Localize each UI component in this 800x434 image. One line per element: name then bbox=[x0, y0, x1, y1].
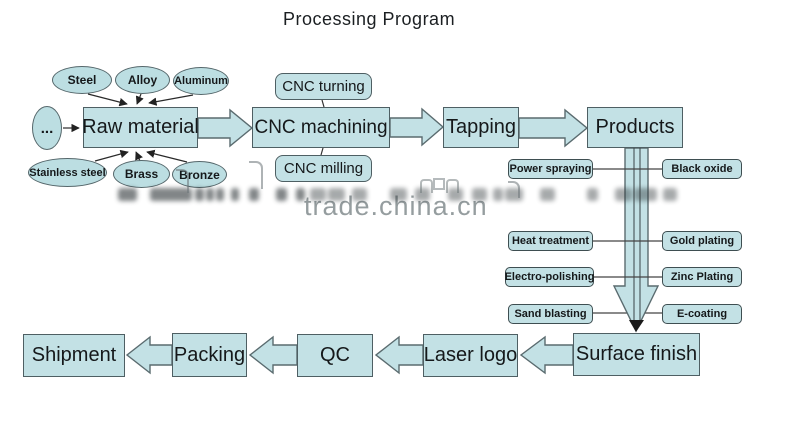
arrow-cnc-to-tapping bbox=[389, 107, 445, 147]
node-electro-polishing: Electro-polishing bbox=[505, 267, 594, 287]
watermark-blur-blob bbox=[663, 188, 677, 201]
diagram-title: Processing Program bbox=[283, 9, 456, 29]
arrow-qc-to-packing bbox=[248, 335, 298, 375]
watermark-glyph-icon bbox=[420, 179, 433, 193]
node-shipment: Shipment bbox=[23, 334, 125, 377]
connector-cnc-turning bbox=[321, 99, 325, 108]
oval-brass: Brass bbox=[113, 160, 170, 188]
arrow-packing-to-shipment bbox=[125, 335, 173, 375]
node-tapping: Tapping bbox=[443, 107, 519, 148]
watermark-glyph-icon bbox=[433, 178, 445, 190]
node-black-oxide: Black oxide bbox=[662, 159, 742, 179]
watermark-blur-blob bbox=[216, 188, 224, 201]
node-raw-material: Raw material bbox=[82, 107, 199, 148]
arrow-alloy-to-raw bbox=[135, 93, 144, 105]
node-cnc-turning: CNC turning bbox=[275, 73, 372, 100]
node-zinc-plating: Zinc Plating bbox=[662, 267, 742, 287]
watermark-blur-blob bbox=[415, 188, 430, 201]
oval-stainless-steel: Stainless steel bbox=[28, 158, 107, 187]
node-products: Products bbox=[587, 107, 683, 148]
node-gold-plating: Gold plating bbox=[662, 231, 742, 251]
watermark-glyph-icon bbox=[176, 169, 189, 193]
watermark-blur-blob bbox=[296, 188, 305, 201]
node-laser-logo: Laser logo bbox=[423, 334, 518, 377]
watermark-blur-blob bbox=[587, 188, 598, 201]
watermark-glyph-icon bbox=[446, 179, 459, 193]
inner-arrow-tip bbox=[629, 320, 644, 332]
arrow-stainless-to-raw bbox=[94, 149, 129, 162]
node-packing: Packing bbox=[172, 333, 247, 377]
arrow-steel-to-raw bbox=[87, 93, 128, 107]
arrow-raw-to-cnc bbox=[197, 108, 254, 148]
watermark-blur-blob bbox=[231, 188, 239, 201]
oval-other-materials: ... bbox=[32, 106, 62, 150]
watermark-blur-blob bbox=[390, 188, 407, 201]
watermark-blur-blob bbox=[118, 188, 137, 201]
node-surface-finish: Surface finish bbox=[573, 333, 700, 376]
watermark-blur-blob bbox=[634, 188, 657, 201]
watermark-blur-blob bbox=[249, 188, 259, 201]
oval-steel: Steel bbox=[52, 66, 112, 94]
watermark-glyph-icon bbox=[249, 161, 263, 189]
arrow-surface-to-laser bbox=[519, 335, 574, 375]
node-qc: QC bbox=[297, 334, 373, 377]
watermark-text: trade.china.cn bbox=[304, 191, 488, 221]
oval-aluminum: Aluminum bbox=[173, 67, 229, 95]
arrow-laser-to-qc bbox=[374, 335, 424, 375]
watermark-blur-blob bbox=[493, 188, 503, 201]
watermark-blur-blob bbox=[195, 188, 204, 201]
watermark-blur-blob bbox=[310, 188, 326, 201]
node-heat-treatment: Heat treatment bbox=[508, 231, 593, 251]
watermark-glyph-icon bbox=[508, 181, 520, 198]
arrow-aluminum-to-raw bbox=[148, 94, 194, 106]
arrow-bronze-to-raw bbox=[146, 149, 188, 163]
node-sand-blasting: Sand blasting bbox=[508, 304, 593, 324]
watermark-blur-blob bbox=[328, 188, 345, 201]
watermark-blur-blob bbox=[352, 188, 367, 201]
node-e-coating: E-coating bbox=[662, 304, 742, 324]
watermark-blur-blob bbox=[206, 188, 214, 201]
watermark-blur-blob bbox=[448, 188, 463, 201]
watermark-blur-blob bbox=[540, 188, 555, 201]
arrow-products-to-surface-finish bbox=[612, 147, 660, 333]
watermark-blur-blob bbox=[276, 188, 287, 201]
arrow-tapping-to-products bbox=[518, 108, 589, 148]
node-cnc-milling: CNC milling bbox=[275, 155, 372, 182]
oval-alloy: Alloy bbox=[115, 66, 170, 94]
watermark-blur-blob bbox=[615, 188, 632, 201]
node-cnc-machining: CNC machining bbox=[252, 107, 390, 148]
node-power-spraying: Power spraying bbox=[508, 159, 593, 179]
watermark-blur-blob bbox=[472, 188, 487, 201]
connector-cnc-milling bbox=[320, 147, 324, 156]
